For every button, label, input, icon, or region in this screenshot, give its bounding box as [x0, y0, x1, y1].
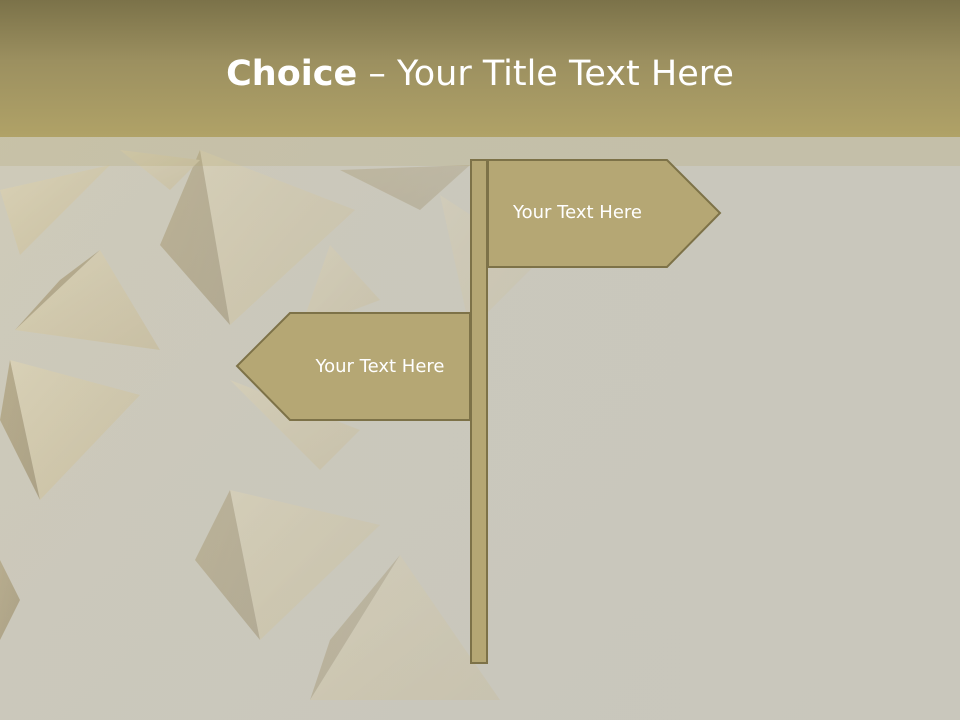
sign-right-label[interactable]: Your Text Here — [513, 202, 642, 223]
title-bar — [0, 0, 960, 137]
sign-left-arrow — [235, 312, 471, 421]
sign-left-label[interactable]: Your Text Here — [315, 356, 445, 377]
sign-right-arrow — [487, 159, 722, 268]
slide-title[interactable]: Choice – Your Title Text Here — [0, 52, 960, 96]
signpost-pole — [470, 159, 488, 664]
slide-title-rest: – Your Title Text Here — [357, 54, 734, 94]
slide-title-bold: Choice — [226, 54, 358, 94]
